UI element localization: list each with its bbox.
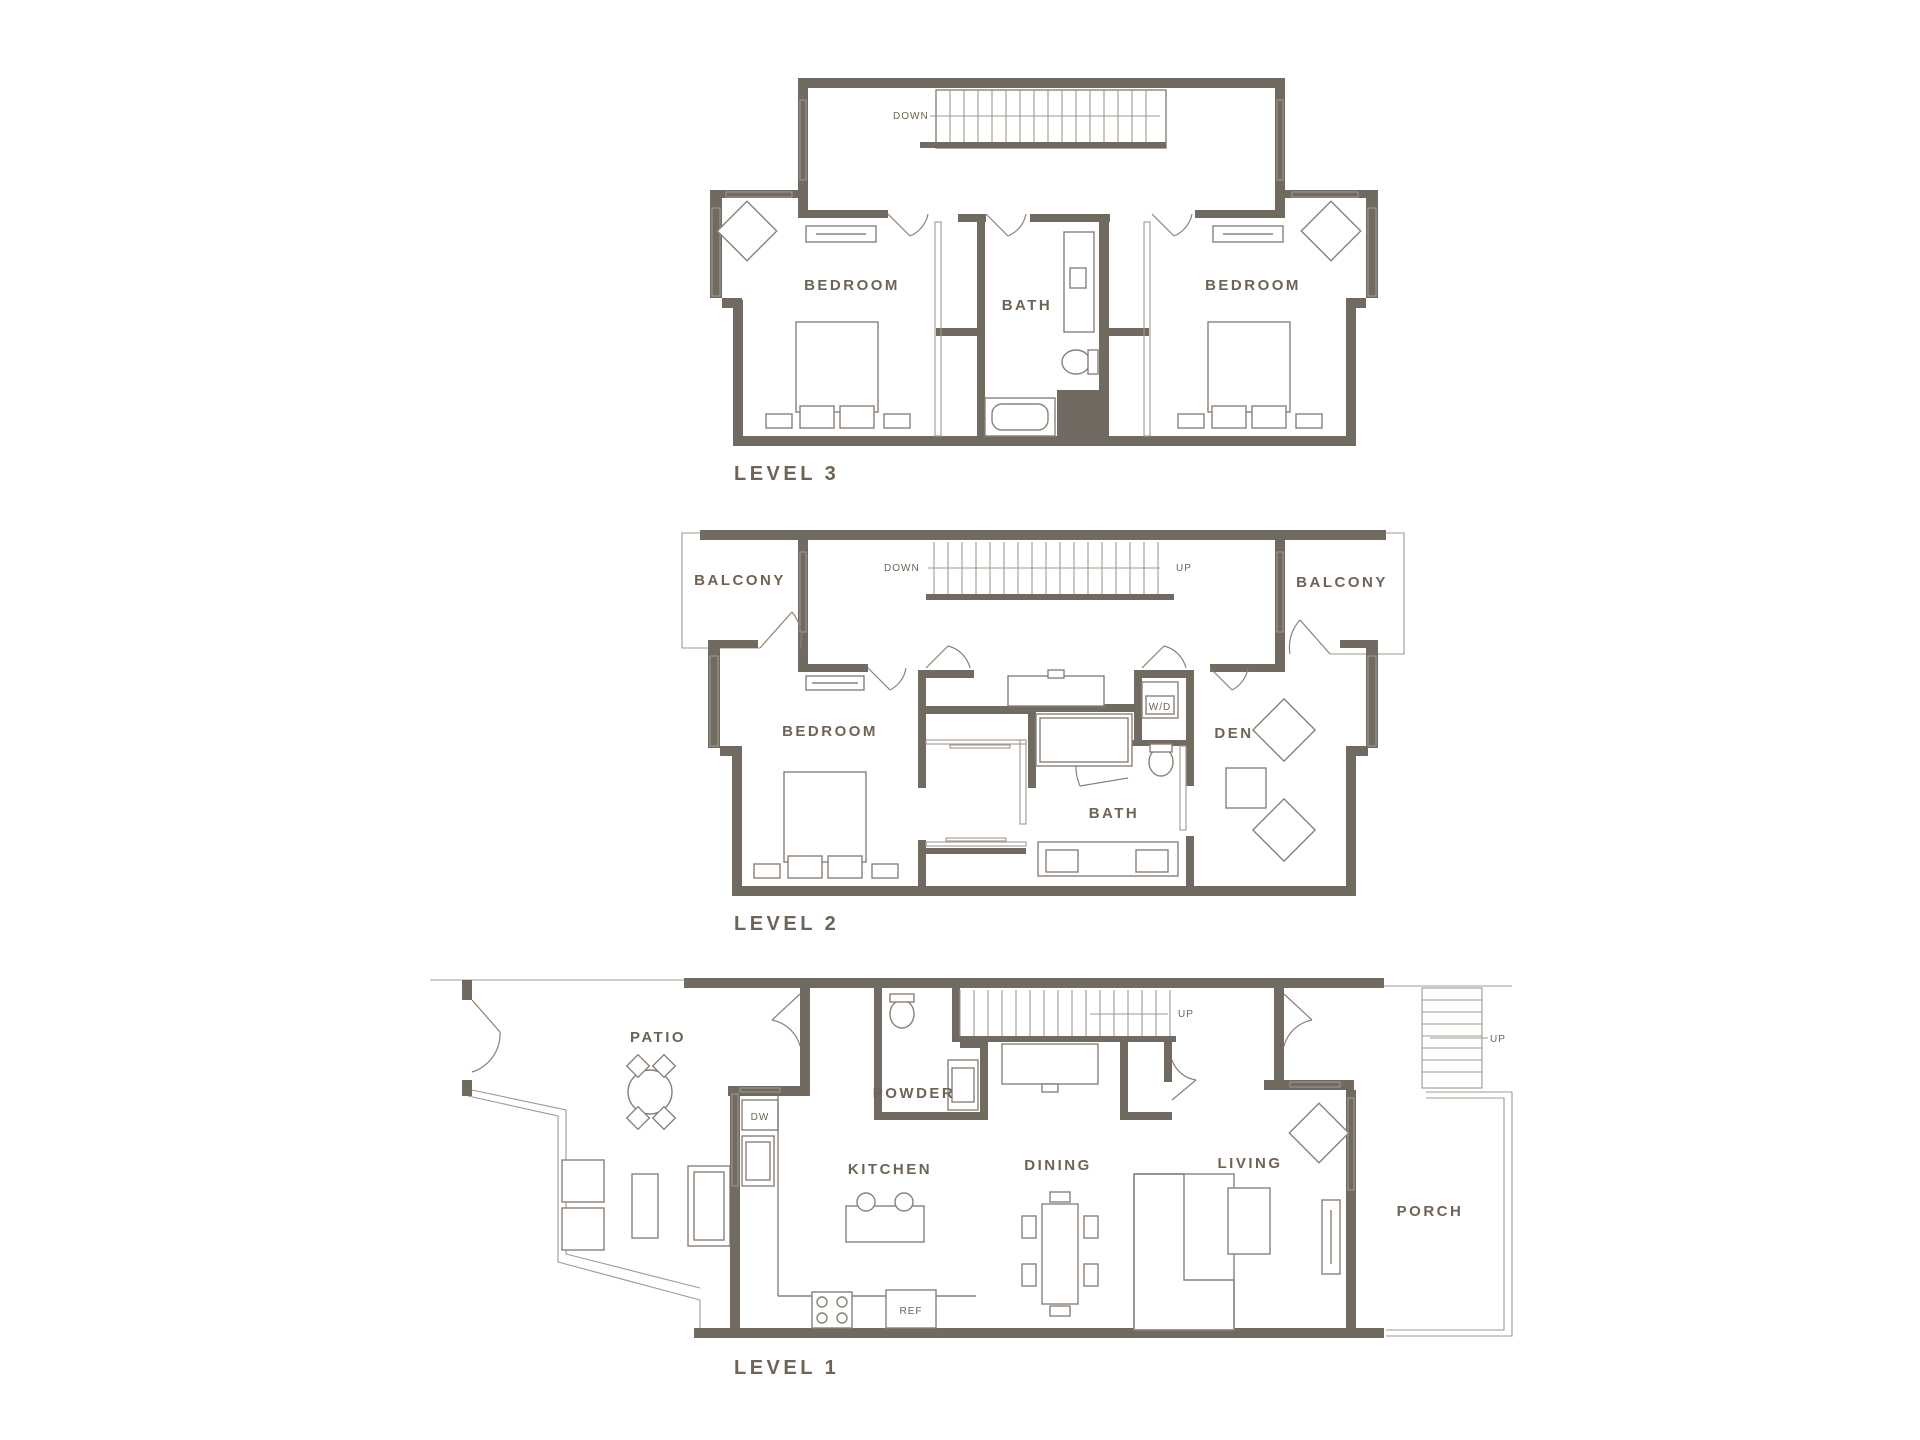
level-1-porch-label: PORCH: [1397, 1203, 1464, 1220]
level-1-stair-up-label: UP: [1178, 1009, 1194, 1020]
level-2-stair-down-label: DOWN: [884, 563, 920, 574]
level-1-porch-up-label: UP: [1490, 1034, 1506, 1045]
level-2-bedroom-label: BEDROOM: [782, 723, 878, 740]
level-1-dining-label: DINING: [1024, 1157, 1092, 1174]
level-2-bath-label: BATH: [1089, 805, 1140, 822]
level-3-stair-down-label: DOWN: [893, 111, 929, 122]
level-1-living-label: LIVING: [1217, 1155, 1282, 1172]
level-2-plan: DOWN UP: [681, 530, 1405, 935]
level-2-balcony-left-label: BALCONY: [694, 572, 786, 589]
level-3-bath-label: BATH: [1002, 297, 1053, 314]
level-1-patio-label: PATIO: [630, 1029, 686, 1046]
level-3-plan: DOWN: [710, 78, 1378, 485]
level-3-bedroom-left-label: BEDROOM: [804, 277, 900, 294]
level-1-stairs: UP: [959, 990, 1194, 1042]
level-2-title: LEVEL 2: [734, 913, 839, 935]
level-1-ref-label: REF: [900, 1306, 923, 1317]
level-1-plan: UP DW REF: [430, 978, 1513, 1379]
level-1-powder-label: POWDER: [873, 1085, 956, 1102]
level-3-title: LEVEL 3: [734, 463, 839, 485]
level-1-title: LEVEL 1: [734, 1357, 839, 1379]
level-1-kitchen-label: KITCHEN: [848, 1161, 932, 1178]
level-2-den-label: DEN: [1214, 725, 1253, 742]
level-2-wd-label: W/D: [1149, 702, 1171, 713]
level-3-stairs: DOWN: [893, 89, 1167, 149]
level-2-stairs: DOWN UP: [884, 542, 1192, 600]
level-2-balcony-right-label: BALCONY: [1296, 574, 1388, 591]
level-3-bedroom-right-label: BEDROOM: [1205, 277, 1301, 294]
level-1-dw-label: DW: [751, 1112, 770, 1123]
level-2-stair-up-label: UP: [1176, 563, 1192, 574]
